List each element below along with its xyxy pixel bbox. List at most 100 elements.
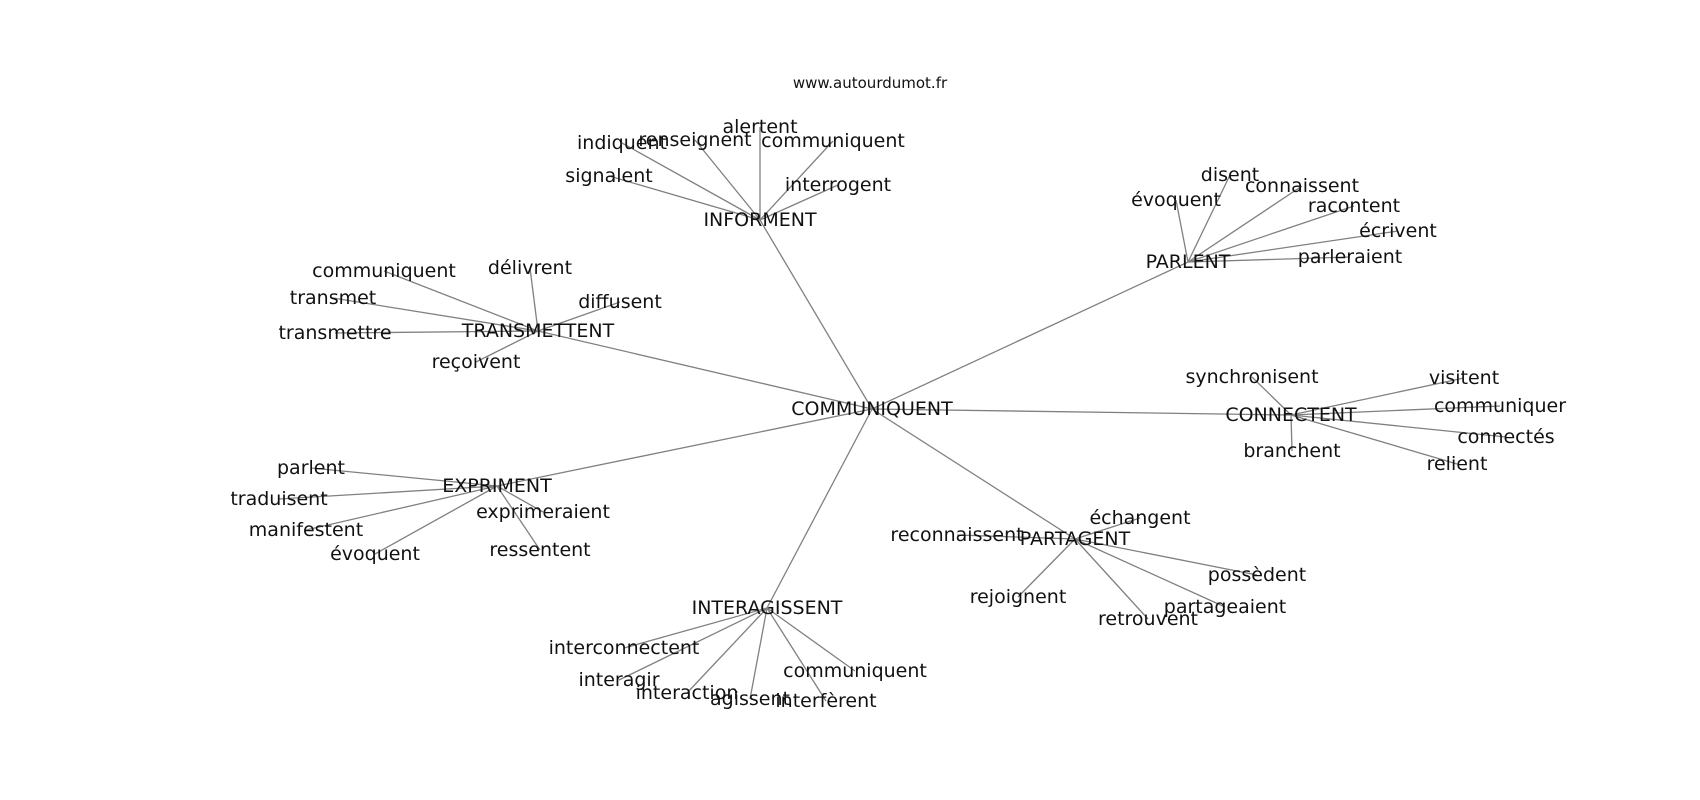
- leaf-node[interactable]: interaction: [636, 682, 739, 704]
- leaf-node[interactable]: interagir: [578, 669, 659, 691]
- edge-interagissent-leaf: [686, 607, 768, 694]
- leaf-node[interactable]: évoquent: [330, 543, 420, 565]
- edge-interagissent-leaf: [766, 607, 827, 702]
- leaf-node[interactable]: diffusent: [578, 291, 662, 313]
- edge-partagent-leaf: [1074, 538, 1149, 620]
- leaf-node[interactable]: ressentent: [489, 539, 590, 561]
- leaf-node[interactable]: partageaient: [1164, 596, 1286, 618]
- edge-informent-leaf: [759, 184, 839, 221]
- edge-transmettent-leaf: [334, 330, 539, 334]
- leaf-node[interactable]: connaissent: [1245, 175, 1359, 197]
- leaf-node[interactable]: alertent: [722, 116, 797, 138]
- leaf-node[interactable]: synchronisent: [1185, 366, 1318, 388]
- leaf-node[interactable]: reconnaissent: [890, 524, 1023, 546]
- group-node-interagissent[interactable]: INTERAGISSENT: [692, 597, 843, 619]
- leaf-node[interactable]: parleraient: [1298, 246, 1402, 268]
- leaf-node[interactable]: écrivent: [1359, 220, 1437, 242]
- leaf-node[interactable]: indiquent: [577, 132, 667, 154]
- group-node-parlent[interactable]: PARLENT: [1146, 251, 1231, 273]
- edge-center-interagissent: [766, 408, 873, 609]
- edge-center-informent: [759, 219, 873, 410]
- edge-interagissent-leaf: [749, 607, 768, 700]
- leaf-node[interactable]: parlent: [277, 457, 345, 479]
- leaf-node[interactable]: interfèrent: [775, 690, 876, 712]
- leaf-node[interactable]: manifestent: [249, 519, 363, 541]
- edge-center-transmettent: [537, 330, 873, 410]
- edge-expriment-leaf: [496, 485, 544, 513]
- edge-partagent-leaf: [1074, 538, 1226, 608]
- leaf-node[interactable]: visitent: [1429, 367, 1499, 389]
- edge-connectent-leaf: [1290, 414, 1507, 438]
- edge-informent-leaf: [759, 140, 834, 221]
- edge-transmettent-leaf: [332, 297, 539, 332]
- edge-transmettent-leaf: [537, 301, 621, 332]
- edge-partagent-leaf: [1074, 538, 1258, 576]
- edge-informent-leaf: [608, 175, 761, 221]
- leaf-node[interactable]: renseignent: [638, 129, 751, 151]
- edge-parlent-leaf: [1187, 185, 1303, 263]
- center-node[interactable]: COMMUNIQUENT: [791, 398, 953, 420]
- leaf-node[interactable]: évoquent: [1131, 189, 1221, 211]
- edge-transmettent-leaf: [529, 267, 539, 332]
- edge-expriment-leaf: [305, 485, 498, 531]
- leaf-node[interactable]: communiquent: [312, 260, 456, 282]
- leaf-node[interactable]: communiquer: [1434, 395, 1566, 417]
- leaf-node[interactable]: possèdent: [1208, 564, 1306, 586]
- leaf-node[interactable]: interconnectent: [549, 637, 700, 659]
- leaf-node[interactable]: branchent: [1243, 440, 1340, 462]
- edge-center-partagent: [871, 408, 1076, 540]
- leaf-node[interactable]: communiquent: [761, 130, 905, 152]
- edge-expriment-leaf: [374, 485, 498, 555]
- edge-partagent-leaf: [1074, 517, 1141, 540]
- leaf-node[interactable]: traduisent: [230, 488, 327, 510]
- edge-parlent-leaf: [1175, 199, 1189, 263]
- leaf-node[interactable]: exprimeraient: [476, 501, 610, 523]
- edge-connectent-leaf: [1290, 414, 1293, 452]
- group-node-transmettent[interactable]: TRANSMETTENT: [461, 320, 615, 342]
- leaf-node[interactable]: communiquent: [783, 660, 927, 682]
- edge-parlent-leaf: [1187, 256, 1351, 263]
- edge-parlent-leaf: [1187, 205, 1355, 263]
- leaf-node[interactable]: transmet: [290, 287, 377, 309]
- edge-connectent-leaf: [1290, 405, 1501, 416]
- leaf-node[interactable]: échangent: [1089, 507, 1190, 529]
- edge-connectent-leaf: [1290, 414, 1458, 465]
- graph-edges: [278, 127, 1507, 702]
- edge-parlent-leaf: [1187, 230, 1399, 263]
- leaf-node[interactable]: transmettre: [278, 322, 391, 344]
- edge-expriment-leaf: [278, 485, 498, 500]
- edge-center-connectent: [871, 408, 1292, 416]
- leaf-node[interactable]: disent: [1201, 164, 1259, 186]
- edge-transmettent-leaf: [383, 270, 539, 332]
- edge-interagissent-leaf: [623, 607, 768, 649]
- edge-parlent-leaf: [1187, 174, 1231, 263]
- edge-partagent-leaf: [1017, 538, 1076, 598]
- leaf-node[interactable]: rejoignent: [970, 586, 1067, 608]
- edge-expriment-leaf: [496, 485, 541, 551]
- leaf-node[interactable]: agissent: [710, 688, 790, 710]
- graph-labels: signalentindiquentrenseignentalertentcom…: [230, 116, 1566, 712]
- edge-interagissent-leaf: [618, 607, 768, 681]
- group-node-partagent[interactable]: PARTAGENT: [1020, 528, 1131, 550]
- edge-transmettent-leaf: [475, 330, 539, 363]
- leaf-node[interactable]: relient: [1427, 453, 1488, 475]
- leaf-node[interactable]: délivrent: [488, 257, 572, 279]
- edge-informent-leaf: [694, 139, 761, 221]
- group-node-expriment[interactable]: EXPRIMENT: [442, 475, 552, 497]
- leaf-node[interactable]: signalent: [565, 165, 652, 187]
- group-node-connectent[interactable]: CONNECTENT: [1225, 404, 1357, 426]
- leaf-node[interactable]: interrogent: [785, 174, 891, 196]
- edge-connectent-leaf: [1290, 377, 1465, 416]
- edge-center-parlent: [871, 261, 1189, 410]
- leaf-node[interactable]: reçoivent: [432, 351, 521, 373]
- edge-center-expriment: [496, 408, 873, 487]
- leaf-node[interactable]: racontent: [1308, 195, 1400, 217]
- edge-informent-leaf: [621, 142, 761, 221]
- leaf-node[interactable]: connectés: [1457, 426, 1554, 448]
- edge-partagent-leaf: [956, 534, 1076, 540]
- group-node-informent[interactable]: INFORMENT: [703, 209, 817, 231]
- edge-interagissent-leaf: [766, 607, 856, 672]
- leaf-node[interactable]: retrouvent: [1098, 608, 1198, 630]
- edge-connectent-leaf: [1251, 376, 1292, 416]
